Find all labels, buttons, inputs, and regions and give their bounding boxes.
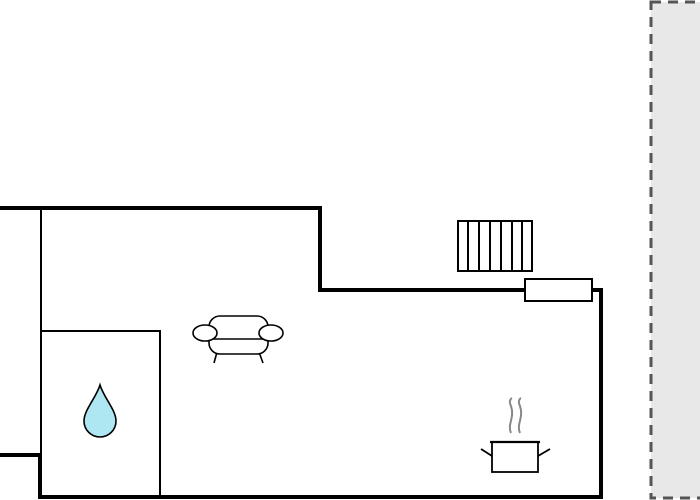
water-drop-icon xyxy=(83,382,117,438)
outer-wall-east xyxy=(0,288,603,499)
bathroom-wall xyxy=(41,330,161,497)
neighbouring-unit xyxy=(649,0,700,500)
cooking-pot-icon xyxy=(480,397,551,473)
interior-walls xyxy=(40,208,161,497)
sofa-icon xyxy=(192,315,284,364)
walls xyxy=(0,206,603,499)
window xyxy=(524,278,593,302)
radiator-icon xyxy=(457,220,533,272)
outer-wall xyxy=(0,206,526,292)
